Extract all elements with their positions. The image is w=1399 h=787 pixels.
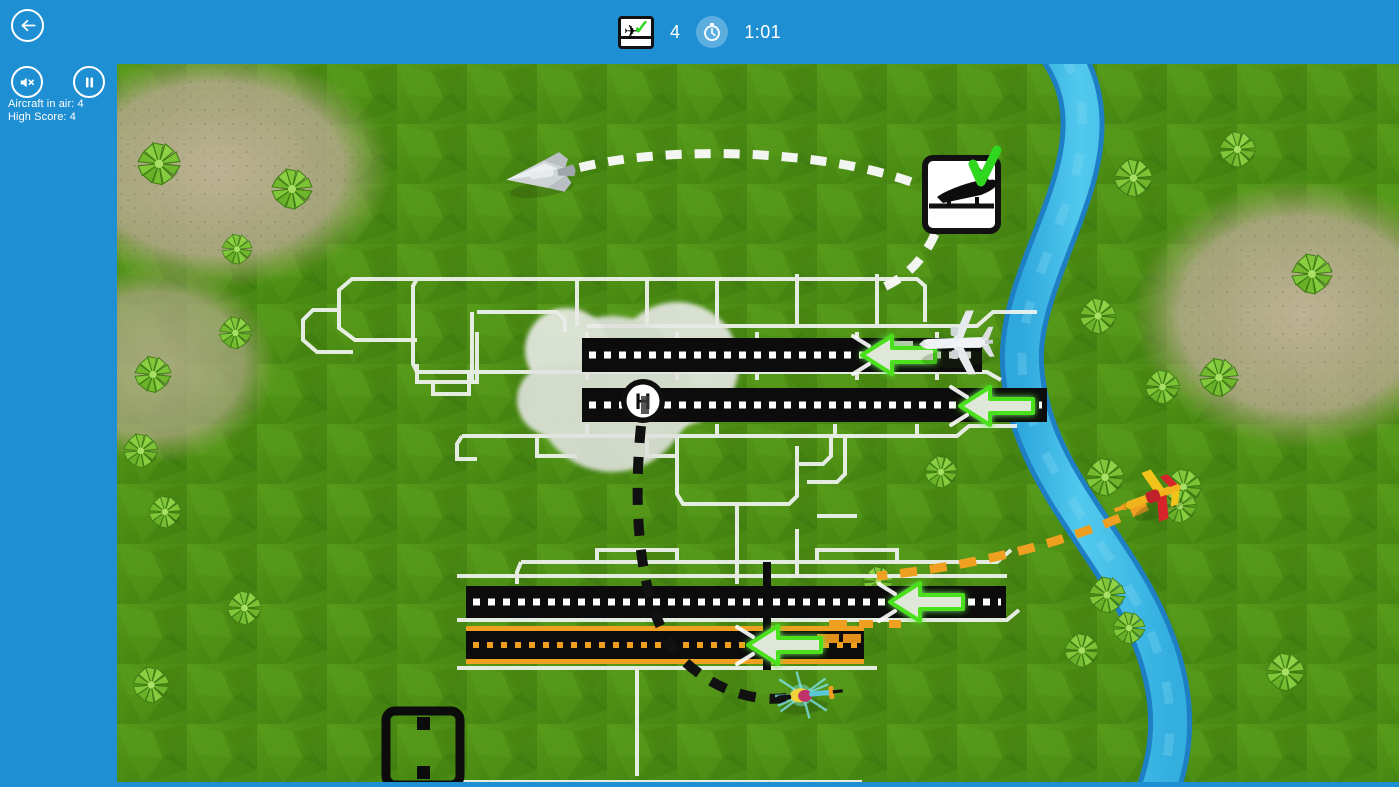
aircraft-prop-plane-orange[interactable] — [1106, 462, 1190, 535]
high-score-label: High Score: 4 — [8, 111, 76, 123]
runway-line — [620, 35, 651, 39]
sand-patch-right — [1132, 179, 1399, 449]
landing-clearance-card[interactable] — [922, 145, 1002, 234]
sand-patch-left — [117, 64, 392, 464]
helipad-1[interactable]: H — [621, 379, 665, 423]
map-canvas[interactable]: H — [117, 64, 1399, 782]
stopwatch-icon — [696, 16, 729, 48]
speaker-muted-icon — [20, 77, 34, 87]
score-value: 4 — [669, 21, 681, 42]
top-hud-bar: ✈ ✓ 4 1:01 — [0, 0, 1399, 64]
pause-button[interactable] — [73, 66, 105, 98]
arrow-runway-1[interactable] — [860, 334, 937, 376]
aircraft-airliner-1[interactable] — [918, 310, 995, 377]
check-icon: ✓ — [633, 16, 650, 39]
sound-toggle-button[interactable] — [11, 66, 43, 98]
back-arrow-icon — [21, 19, 36, 32]
score-icon: ✈ ✓ — [617, 15, 654, 49]
pause-icon — [85, 77, 93, 87]
arrow-runway-3[interactable] — [888, 581, 965, 623]
check-icon — [968, 145, 1002, 187]
runway-4-markers — [829, 620, 901, 628]
selection-rect[interactable] — [381, 706, 465, 782]
arrow-runway-4[interactable] — [746, 624, 823, 666]
arrow-runway-2[interactable] — [958, 385, 1035, 427]
flight-path-helicopter — [632, 425, 799, 704]
timer-value: 1:01 — [744, 21, 782, 42]
flight-path-jet — [550, 149, 940, 295]
taxiway-network — [301, 274, 1037, 782]
aircraft-in-air-label: Aircraft in air: 4 — [8, 98, 84, 110]
approach-chevrons — [735, 334, 969, 666]
runway-crossing-bar — [763, 562, 771, 670]
plane-landed-icon: ✈ — [623, 21, 639, 41]
aircraft-jet-delta[interactable] — [504, 150, 579, 201]
back-button[interactable] — [11, 9, 44, 42]
river — [999, 64, 1193, 782]
game-map[interactable]: H — [117, 64, 1399, 782]
aircraft-helicopter-1[interactable] — [773, 667, 846, 722]
arrow-markers[interactable] — [745, 334, 1035, 782]
